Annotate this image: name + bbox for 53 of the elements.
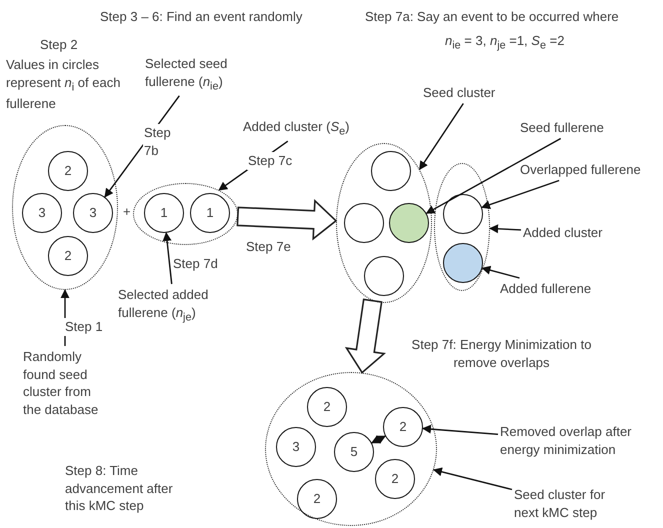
fullerene-circle: 3 [73, 193, 113, 233]
leader-arrow [432, 467, 512, 490]
step-note: Step 7a: Say an event to be occurred where [365, 8, 620, 26]
leader-arrow [162, 232, 172, 284]
callout-text: Overlapped fullerene [520, 161, 660, 179]
fullerene-circle: 2 [383, 407, 423, 447]
fullerene-circle: 2 [375, 459, 415, 499]
fullerene-circle [443, 243, 483, 283]
callout-text: Seed cluster for next kMC step [514, 486, 622, 522]
callout-text: Added cluster [523, 224, 633, 242]
fullerene-circle: 3 [22, 193, 62, 233]
cluster-ellipse [12, 125, 118, 290]
cluster-ellipse [434, 163, 490, 291]
fullerene-circle [344, 203, 384, 243]
plus-sign: + [123, 203, 132, 221]
leader-arrow [419, 103, 464, 170]
callout-text: Randomly found seed cluster from the database [23, 348, 107, 418]
fullerene-circle [389, 203, 429, 243]
fullerene-circle: 1 [144, 193, 184, 233]
leader-arrow [426, 138, 562, 214]
callout-text: Added cluster (S$_{e}$) [243, 118, 368, 140]
callout-text: Seed cluster [423, 84, 518, 102]
callout-text: Added fullerene [500, 280, 620, 298]
callout-text: Selected added fullerene (n$_{je}$) [118, 286, 230, 325]
fullerene-circle: 2 [48, 236, 88, 276]
block-arrow [344, 298, 386, 374]
fullerene-circle [364, 256, 404, 296]
step-note: Values in circles represent n$_{i}$ of each fullerene [6, 56, 122, 112]
leader-arrow [489, 224, 522, 234]
callout-text: Selected seed fullerene (n$_{ie}$) [145, 55, 245, 94]
step-note: Step 3 – 6: Find an event randomly [100, 8, 304, 26]
leader-arrow [422, 424, 498, 435]
fullerene-circle: 2 [307, 387, 347, 427]
formula-text: n$_{ie}$ = 3, n$_{je}$ =1, S$_{e}$ =2 [445, 32, 566, 54]
fullerene-circle: 1 [190, 193, 230, 233]
edge-label: Step 1 [64, 318, 104, 336]
callout-text: Removed overlap after energy minimization [500, 423, 660, 458]
fullerene-circle: 2 [48, 151, 88, 191]
step-note: Step 2 [40, 36, 79, 54]
fullerene-circle [443, 194, 483, 234]
fullerene-circle: 3 [276, 427, 316, 467]
step-note: Step 8: Time advancement after this kMC step [65, 462, 174, 515]
cluster-ellipse [336, 143, 432, 303]
block-arrow [236, 199, 338, 240]
cluster-ellipse [265, 372, 437, 526]
fullerene-circle [371, 151, 411, 191]
leader-arrow [481, 180, 560, 209]
fullerene-circle: 5 [334, 432, 374, 472]
leader-arrow [481, 266, 520, 279]
double-arrow [371, 435, 386, 444]
edge-label: Step 7c [247, 152, 294, 170]
fullerene-circle: 2 [297, 479, 337, 519]
callout-text: Seed fullerene [520, 119, 640, 137]
